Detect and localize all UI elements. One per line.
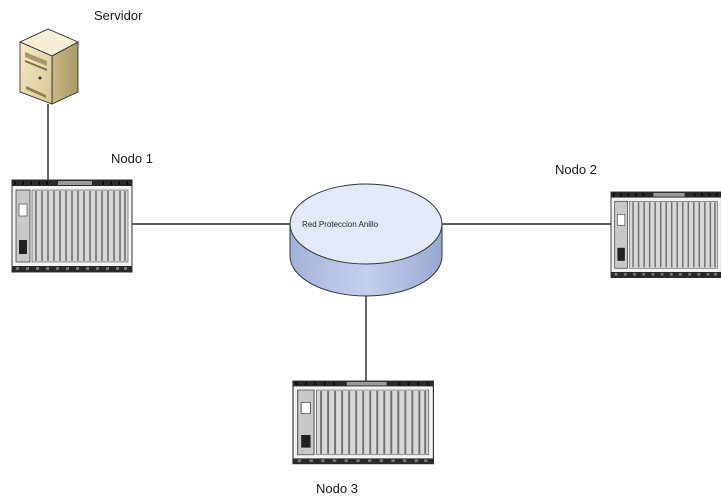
server-tower-icon — [19, 28, 79, 105]
node1-label: Nodo 1 — [111, 151, 153, 166]
node3-label: Nodo 3 — [316, 481, 358, 496]
node2-rack-icon — [610, 191, 721, 279]
network-label: Red Proteccion Anillo — [302, 220, 379, 229]
server-label: Servidor — [94, 8, 143, 23]
node1-rack-icon — [11, 179, 133, 273]
network-cylinder-icon — [289, 183, 443, 297]
node3-rack-icon — [292, 380, 435, 465]
node2-label: Nodo 2 — [555, 162, 597, 177]
